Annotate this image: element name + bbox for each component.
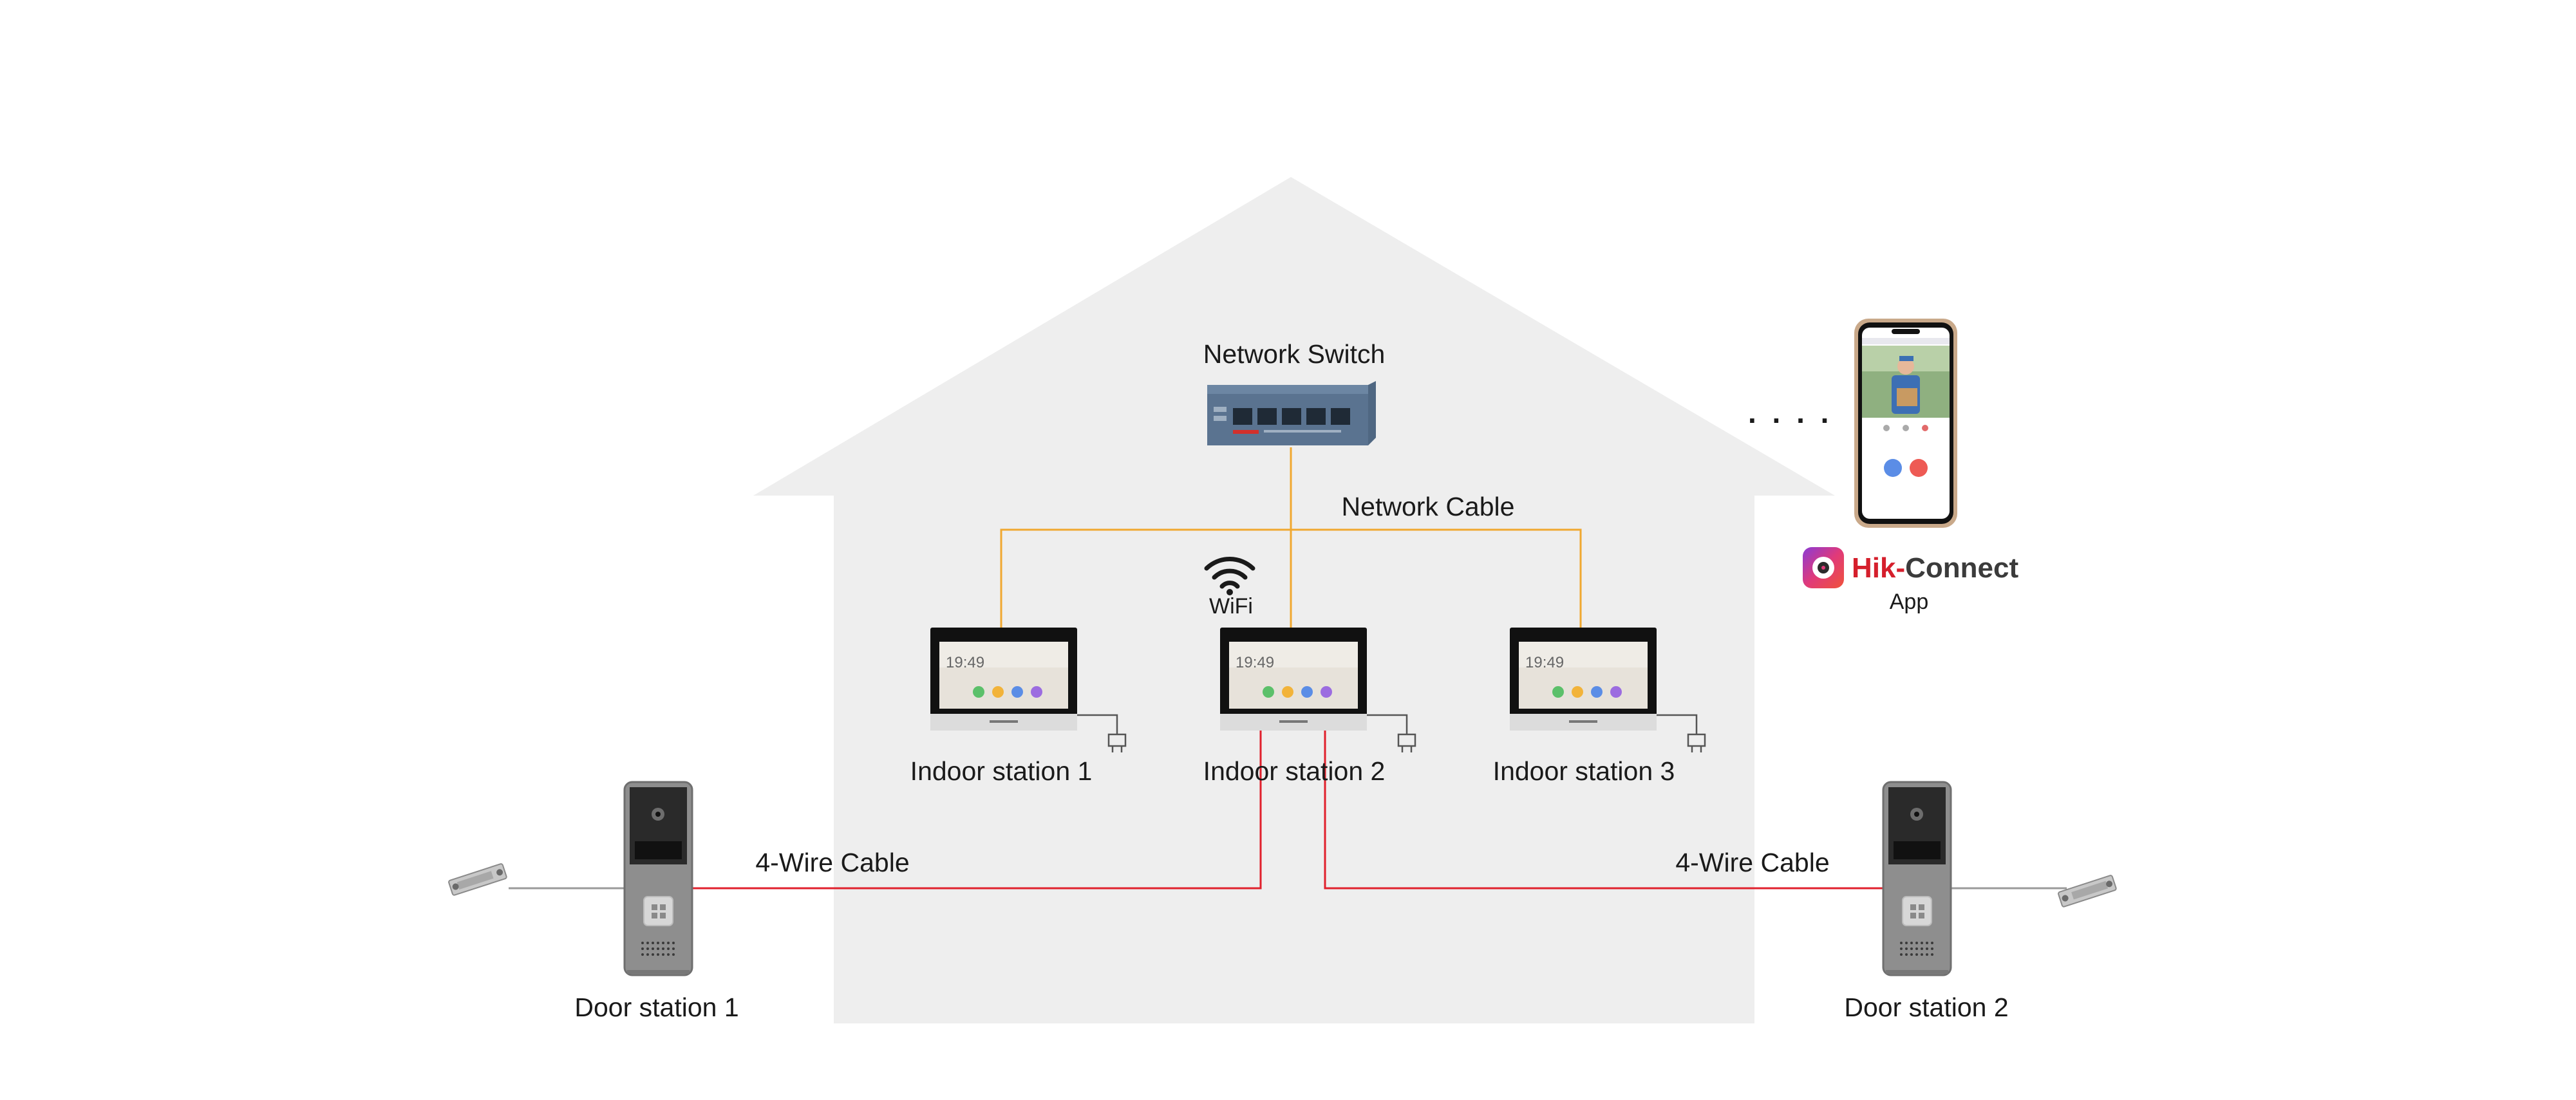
connection-ellipsis: . . . . (1748, 396, 1833, 429)
power-plug-icon (1077, 714, 1127, 752)
screen-clock: 19:49 (1525, 654, 1564, 671)
four-wire-cable-left-label: 4-Wire Cable (755, 848, 910, 877)
four-wire-cable-right-label: 4-Wire Cable (1675, 848, 1830, 877)
indoor-station-3-device: 19:49 (1510, 628, 1706, 752)
smartphone-icon (1854, 319, 1957, 528)
four-wire-cables (691, 726, 1890, 890)
wifi-icon-dot (1227, 589, 1233, 595)
electric-lock-icon (2058, 875, 2117, 908)
network-cables (1000, 447, 1582, 629)
screen-clock: 19:49 (1236, 654, 1274, 671)
door-station-2-label: Door station 2 (1844, 993, 2009, 1022)
network-cable-label: Network Cable (1341, 492, 1515, 521)
hik-connect-brand-text: Hik-Connect (1852, 554, 2018, 583)
network-switch-label: Network Switch (1203, 339, 1386, 369)
app-label: App (1889, 590, 1929, 614)
indoor-station-1-device: 19:49 (930, 628, 1127, 752)
indoor-station-2-label: Indoor station 2 (1203, 756, 1386, 786)
brand-prefix: Hik- (1852, 552, 1906, 584)
power-plug-icon (1657, 714, 1706, 752)
electric-lock-icon (448, 863, 507, 896)
indoor-station-1-label: Indoor station 1 (910, 756, 1093, 786)
hik-connect-logo-icon (1803, 547, 1844, 588)
door-station-1-device (623, 781, 693, 976)
indoor-station-3-label: Indoor station 3 (1492, 756, 1675, 786)
door-station-2-device (1882, 781, 1952, 976)
house-shape (753, 177, 1835, 1023)
power-plug-icon (1367, 714, 1416, 752)
indoor-station-2-device: 19:49 (1220, 628, 1416, 752)
screen-clock: 19:49 (946, 654, 984, 671)
wifi-icon (1204, 557, 1255, 589)
brand-suffix: Connect (1905, 552, 2019, 584)
door-station-1-label: Door station 1 (574, 993, 739, 1022)
wifi-label: WiFi (1209, 594, 1253, 619)
network-switch-device (1207, 381, 1376, 445)
